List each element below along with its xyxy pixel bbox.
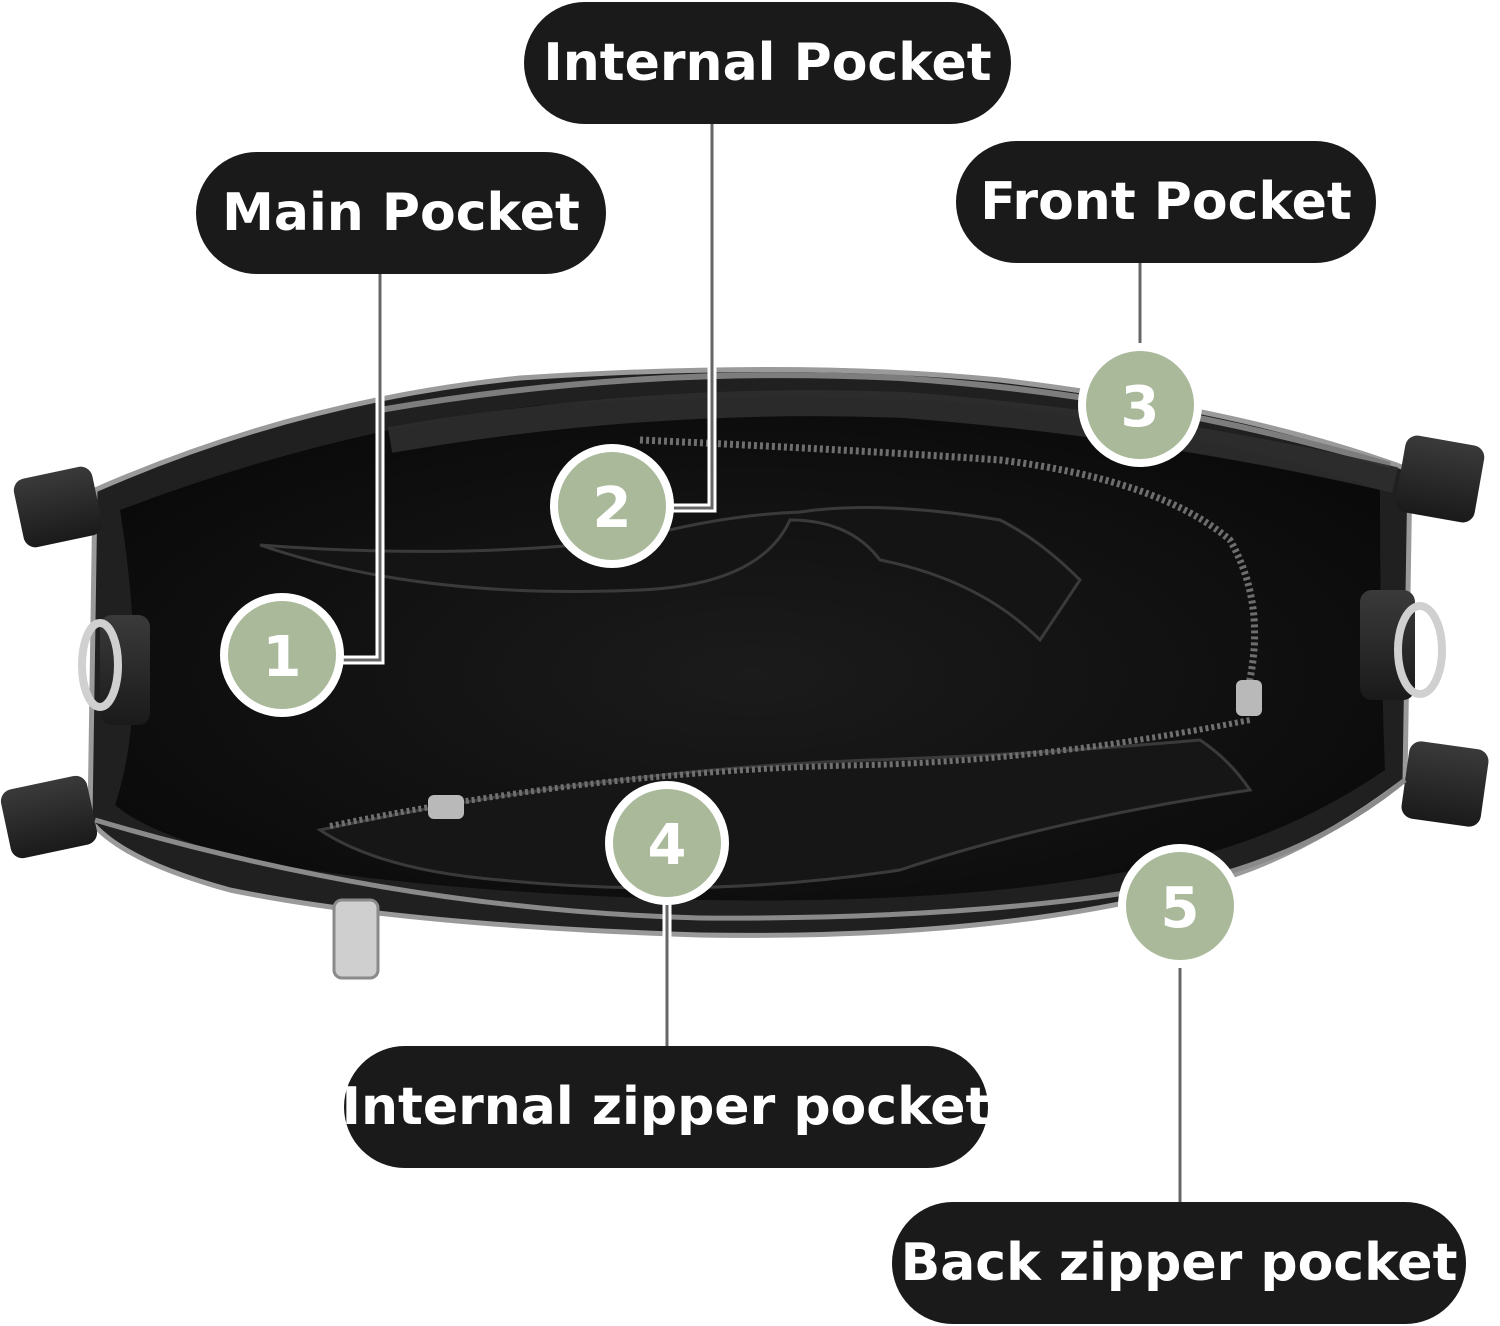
front-zipper-charm	[332, 898, 380, 980]
label-internal-zipper-pocket: Internal zipper pocket	[342, 1046, 990, 1168]
badge-5-number: 5	[1161, 876, 1200, 941]
internal-zipper-track	[329, 717, 1251, 829]
badge-2-number: 2	[593, 476, 632, 541]
zipper-pull	[428, 795, 464, 819]
corner-cap-bottom-left	[0, 775, 98, 859]
internal-zipper-pocket-flap	[316, 738, 1253, 890]
front-pocket-rim	[379, 372, 1391, 468]
top-zipper	[639, 436, 1259, 701]
badge-3: 3	[1078, 343, 1202, 467]
d-ring-right	[1394, 602, 1446, 698]
label-back-zipper-pocket: Back zipper pocket	[892, 1202, 1466, 1324]
badge-2: 2	[550, 444, 674, 568]
badge-1: 1	[220, 593, 344, 717]
badge-1-number: 1	[263, 625, 302, 690]
label-front-pocket: Front Pocket	[956, 141, 1376, 263]
badge-4: 4	[605, 781, 729, 905]
d-ring-left	[78, 619, 122, 711]
badge-5: 5	[1118, 844, 1242, 968]
badge-4-number: 4	[648, 813, 687, 878]
corner-cap-top-right	[1395, 435, 1485, 523]
corner-cap-bottom-right	[1401, 741, 1489, 827]
corner-cap-top-left	[13, 466, 103, 548]
leader-line-1-core	[330, 272, 382, 662]
label-main-pocket: Main Pocket	[196, 152, 606, 274]
badge-3-number: 3	[1121, 375, 1160, 440]
label-internal-pocket: Internal Pocket	[524, 2, 1011, 124]
